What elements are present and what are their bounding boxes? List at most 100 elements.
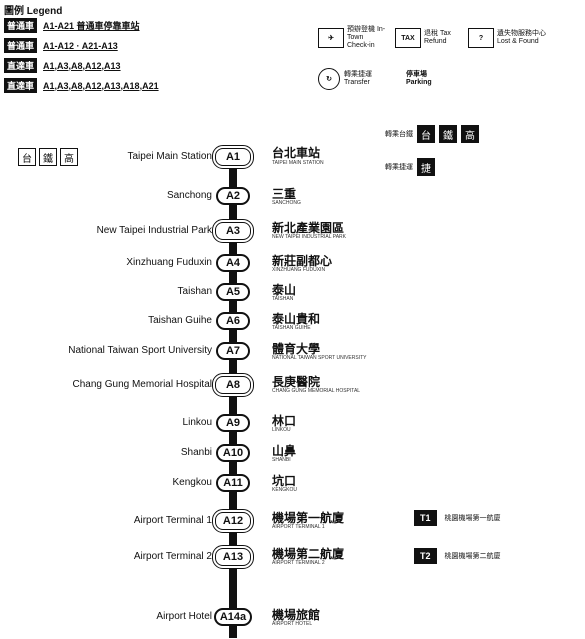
station-en-name: Taishan Guihe xyxy=(148,315,212,326)
station-sub: SHANBI xyxy=(272,457,291,463)
transfer-row-metro: 轉乘捷運 捷 xyxy=(385,158,435,176)
legend-service: ? 遺失物服務中心 Lost & Found xyxy=(468,28,553,48)
terminal-badge: T2 xyxy=(414,548,437,564)
station-zh-name: 體育大學 xyxy=(272,342,321,356)
station-badge-a14a[interactable]: A14a xyxy=(214,608,252,626)
terminal-badge: T1 xyxy=(414,510,437,526)
station-zh-name: 泰山貴和 xyxy=(272,312,321,326)
station-badge-a6[interactable]: A6 xyxy=(216,312,250,330)
station-zh-name: 機場旅館 xyxy=(272,608,321,622)
transfer-label: 轉乘台鐵 xyxy=(385,131,413,138)
terminal-note: T2 桃園機場第二航廈 xyxy=(414,548,501,564)
station-zh-name: 新莊副都心 xyxy=(272,254,333,268)
station-en-name: Chang Gung Memorial Hospital xyxy=(72,379,212,390)
station-badge-a12[interactable]: A12 xyxy=(212,509,254,533)
station-badge-a9[interactable]: A9 xyxy=(216,414,250,432)
legend-title: 圖例 Legend xyxy=(4,6,63,17)
station-badge-a1[interactable]: A1 xyxy=(212,145,254,169)
station-badge-a2[interactable]: A2 xyxy=(216,187,250,205)
station-badge-a10[interactable]: A10 xyxy=(216,444,250,462)
station-sub: TAISHAN GUIHE xyxy=(272,325,311,331)
station-badge-a13[interactable]: A13 xyxy=(212,545,254,569)
station-sub: SANCHONG xyxy=(272,200,301,206)
legend-badge: 普通車 xyxy=(4,38,38,53)
a1-transfer-icons: 台 鐵 高 xyxy=(18,148,78,166)
station-badge-a3[interactable]: A3 xyxy=(212,219,254,243)
station-badge-a5[interactable]: A5 xyxy=(216,283,250,301)
station-en-name: New Taipei Industrial Park xyxy=(96,225,212,236)
station-sub: NATIONAL TAIWAN SPORT UNIVERSITY xyxy=(272,355,367,361)
station-sub: KENGKOU xyxy=(272,487,298,493)
terminal-note: T1 桃園機場第一航廈 xyxy=(414,510,501,526)
station-en-name: National Taiwan Sport University xyxy=(68,345,212,356)
legend-service: ↻ 轉乘捷運 Transfer xyxy=(318,68,388,90)
station-sub: TAIPEI MAIN STATION xyxy=(272,160,324,166)
legend-service-label: 轉乘捷運 Transfer xyxy=(344,71,372,86)
tra-icon: 鐵 xyxy=(39,148,57,166)
legend-badge: 直達車 xyxy=(4,78,38,93)
rail-icon: 台 xyxy=(18,148,36,166)
station-zh-name: 泰山 xyxy=(272,283,297,297)
station-en-name: Airport Terminal 2 xyxy=(133,551,212,562)
legend-text: A1,A3,A8,A12,A13 xyxy=(43,60,121,71)
station-badge-a11[interactable]: A11 xyxy=(216,474,250,492)
legend-service-label: 遺失物服務中心 Lost & Found xyxy=(497,30,546,45)
station-sub: XINZHUANG FUDUXIN xyxy=(272,267,326,273)
legend-text: A1-A12 · A21-A13 xyxy=(43,40,118,51)
station-zh-name: 長庚醫院 xyxy=(272,375,321,389)
legend-service-label: 停車場 Parking xyxy=(406,71,432,86)
transfer-icon: ↻ xyxy=(318,68,340,90)
legend-services-row2: ↻ 轉乘捷運 Transfer 停車場 Parking xyxy=(318,68,446,90)
station-sub: NEW TAIPEI INDUSTRIAL PARK xyxy=(272,234,346,240)
station-en-name: Taipei Main Station xyxy=(127,151,213,162)
legend-service-label: 預辦登機 In-Town Check-in xyxy=(347,26,386,49)
rail-icon: 台 xyxy=(417,125,435,143)
hsr-icon: 高 xyxy=(461,125,479,143)
station-zh-name: 台北車站 xyxy=(272,146,321,160)
legend-text: A1,A3,A8,A12,A13,A18,A21 xyxy=(43,80,159,91)
legend-rows: 普通車 A1-A21 普通車停靠車站 普通車 A1-A12 · A21-A13 … xyxy=(4,18,159,93)
legend-row: 普通車 A1-A21 普通車停靠車站 xyxy=(4,18,159,33)
lost-and-found-icon: ? xyxy=(468,28,494,48)
station-zh-name: 新北產業園區 xyxy=(272,221,345,235)
tra-icon: 鐵 xyxy=(439,125,457,143)
legend-badge: 直達車 xyxy=(4,58,38,73)
hsr-icon: 高 xyxy=(60,148,78,166)
station-en-name: Airport Terminal 1 xyxy=(133,515,212,526)
station-sub: CHANG GUNG MEMORIAL HOSPITAL xyxy=(272,388,361,394)
legend-service: TAX 退稅 Tax Refund xyxy=(395,28,460,48)
station-en-name: Linkou xyxy=(182,417,212,428)
transfer-row-rail: 轉乘台鐵 台 鐵 高 xyxy=(385,125,479,143)
legend-service: ✈ 預辦登機 In-Town Check-in xyxy=(318,26,387,50)
metro-icon: 捷 xyxy=(417,158,435,176)
station-zh-name: 機場第二航廈 xyxy=(272,547,345,561)
station-zh-name: 山鼻 xyxy=(272,444,297,458)
tax-refund-icon: TAX xyxy=(395,28,421,48)
station-en-name: Taishan xyxy=(177,286,212,297)
legend-service-label: 退稅 Tax Refund xyxy=(424,30,451,45)
legend-service: 停車場 Parking xyxy=(406,71,446,87)
airplane-icon: ✈ xyxy=(318,28,344,48)
station-badge-a8[interactable]: A8 xyxy=(212,373,254,397)
station-zh-name: 機場第一航廈 xyxy=(272,511,345,525)
station-zh-name: 坑口 xyxy=(272,474,297,488)
station-zh-name: 林口 xyxy=(272,414,297,428)
legend-badge: 普通車 xyxy=(4,18,38,33)
station-sub: LINKOU xyxy=(272,427,291,433)
terminal-note-text: 桃園機場第二航廈 xyxy=(444,553,501,560)
transfer-label: 轉乘捷運 xyxy=(385,164,413,171)
station-sub: TAISHAN xyxy=(272,296,294,302)
station-sub: AIRPORT HOTEL xyxy=(272,621,313,627)
station-en-name: Shanbi xyxy=(180,447,212,458)
station-en-name: Sanchong xyxy=(166,190,212,201)
station-badge-a4[interactable]: A4 xyxy=(216,254,250,272)
station-badge-a7[interactable]: A7 xyxy=(216,342,250,360)
legend-text: A1-A21 普通車停靠車站 xyxy=(43,21,140,31)
terminal-note-text: 桃園機場第一航廈 xyxy=(444,515,501,522)
legend-services-row1: ✈ 預辦登機 In-Town Check-in TAX 退稅 Tax Refun… xyxy=(318,26,553,50)
station-en-name: Airport Hotel xyxy=(156,611,212,622)
legend-row: 直達車 A1,A3,A8,A12,A13,A18,A21 xyxy=(4,78,159,93)
legend-row: 直達車 A1,A3,A8,A12,A13 xyxy=(4,58,159,73)
station-sub: AIRPORT TERMINAL 2 xyxy=(272,560,325,566)
legend-row: 普通車 A1-A12 · A21-A13 xyxy=(4,38,159,53)
